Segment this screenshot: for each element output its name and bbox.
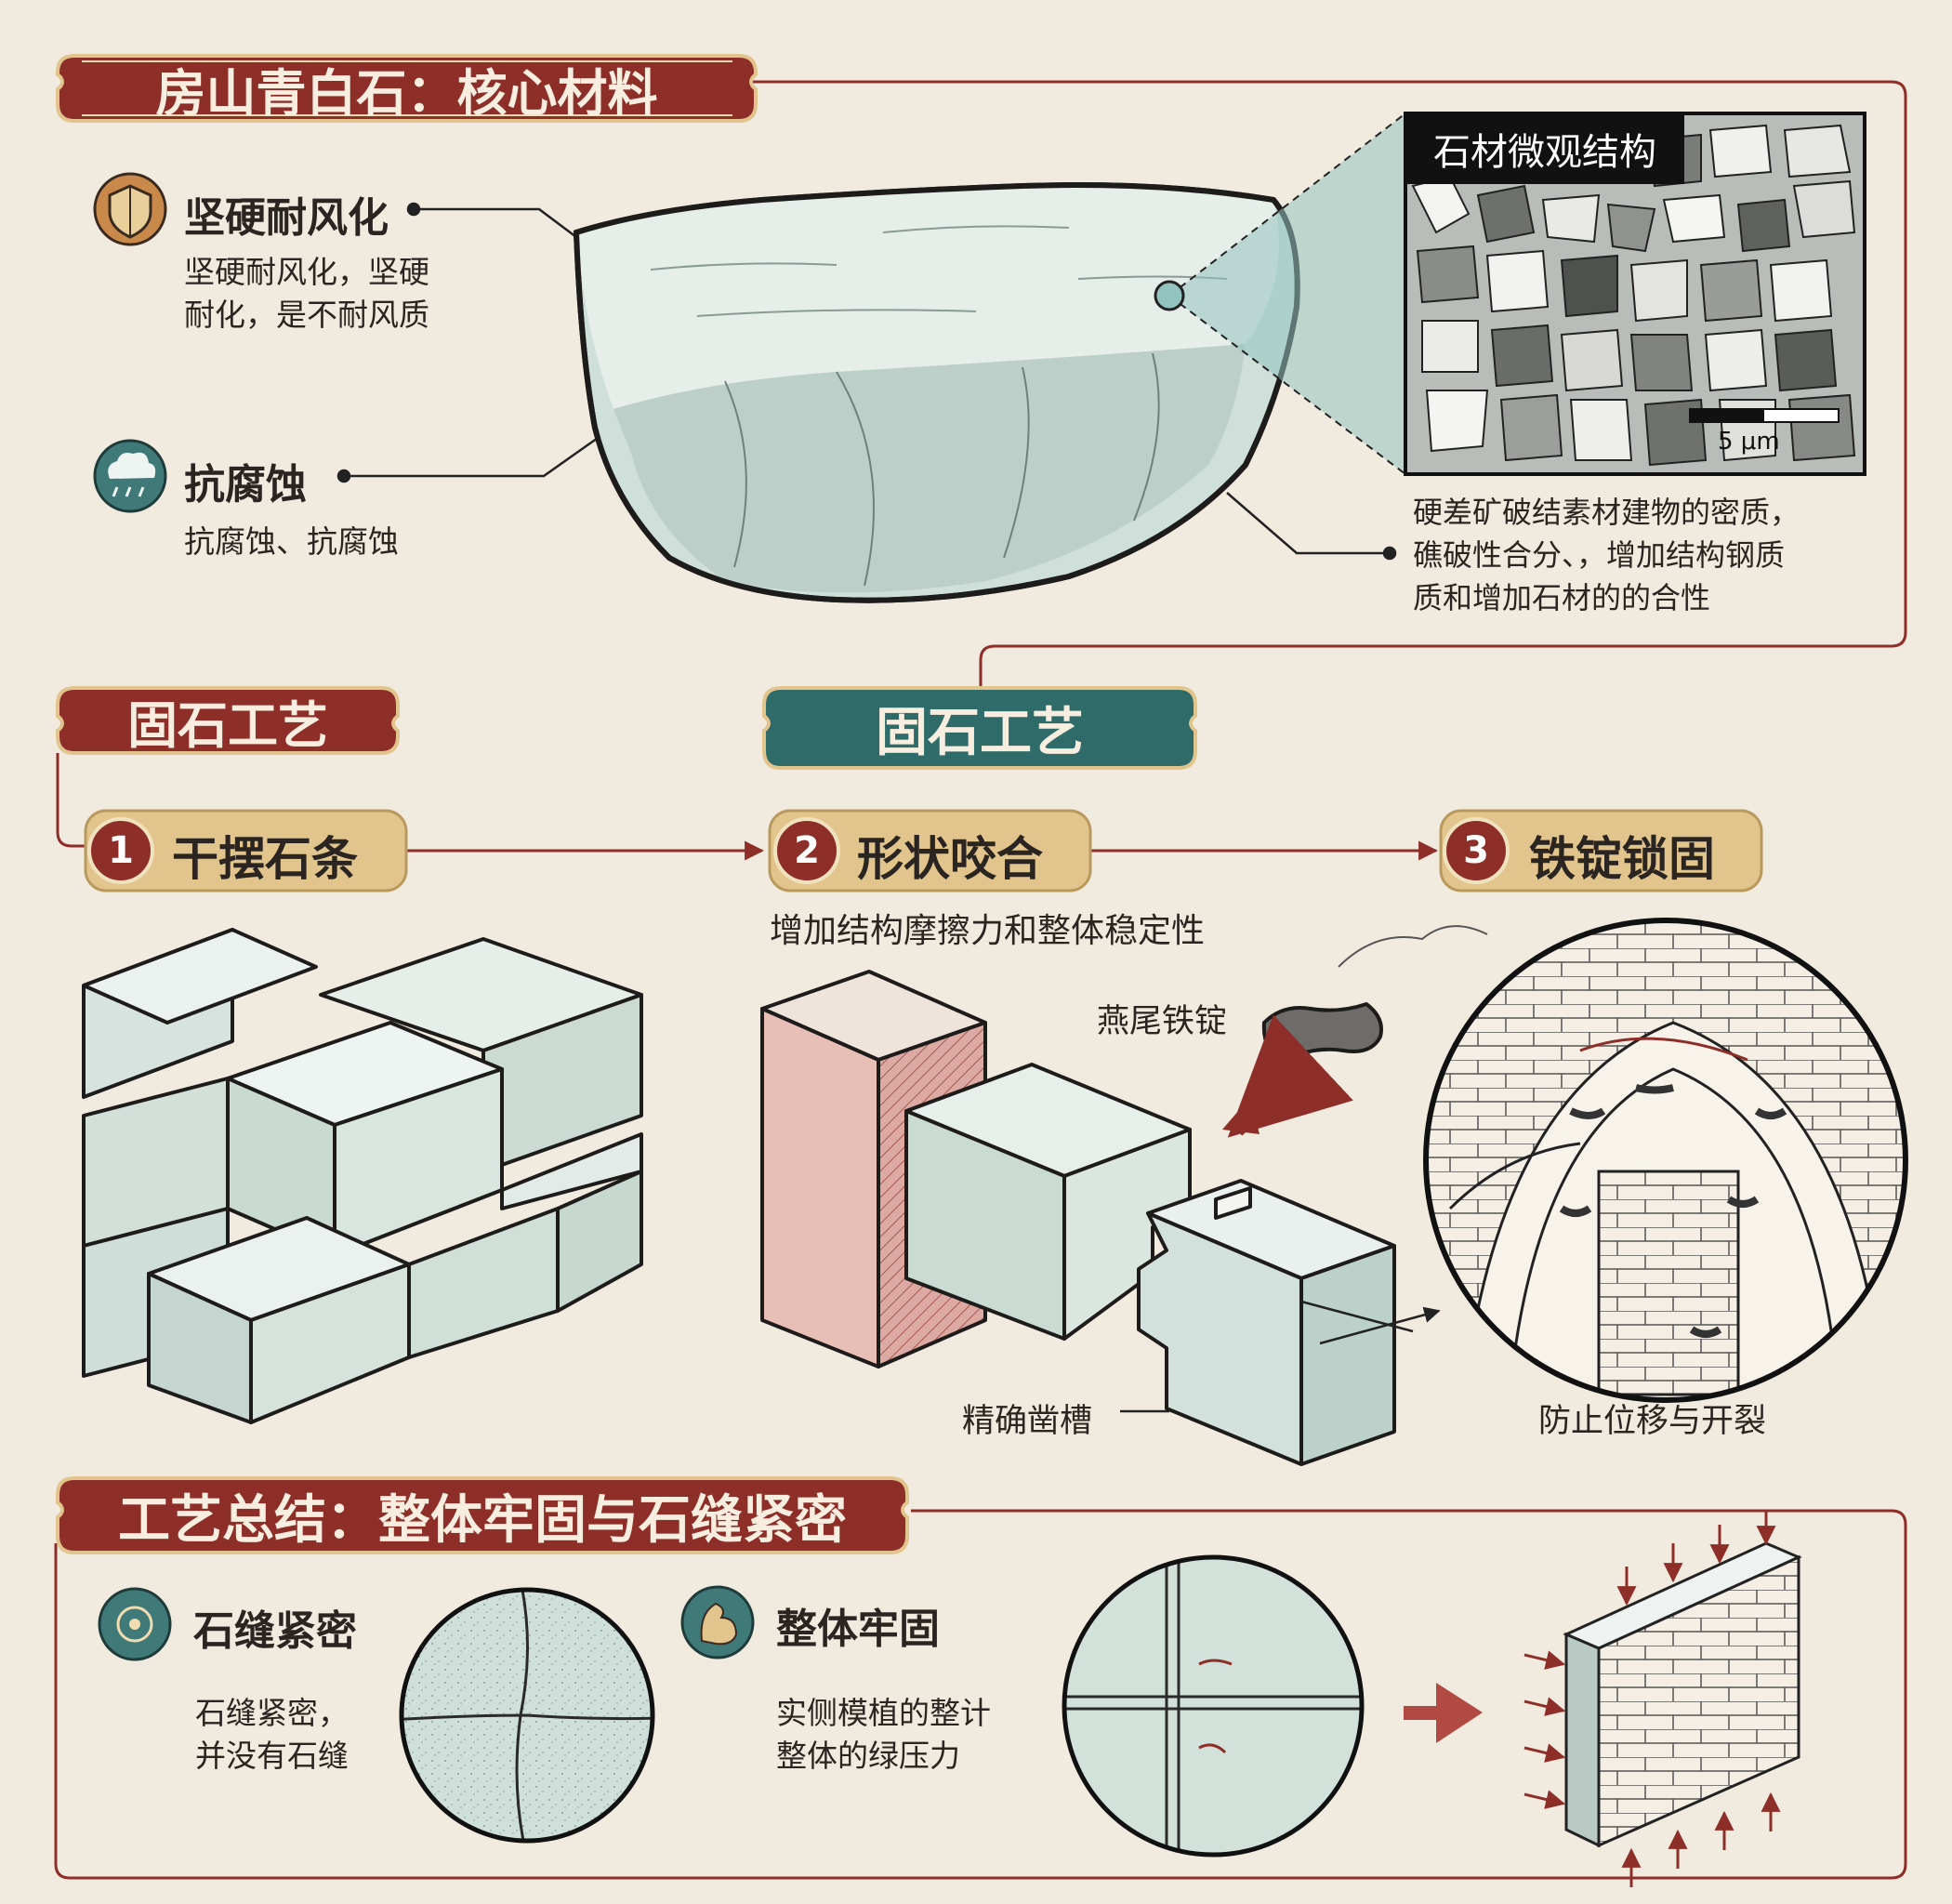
step-2-number: 2 (794, 829, 820, 872)
weather-heading: 坚硬耐风化 (184, 194, 389, 242)
corrosion-body: 抗腐蚀、抗腐蚀 (184, 523, 399, 560)
step-3-label: 铁锭锁固 (1529, 832, 1715, 886)
summary-title-banner (56, 1476, 909, 1554)
weather-body-line-1: 坚硬耐风化，坚硬 (184, 254, 429, 290)
dry-laid-stones-illustration (82, 928, 643, 1424)
scale-bar-label: 5 μm (1718, 428, 1780, 456)
craft-left-title: 固石工艺 (127, 695, 328, 755)
compressed-wall-illustration (1523, 1511, 1802, 1887)
stone-block-illustration (573, 182, 1300, 603)
step-pills (84, 809, 1763, 892)
dovetail-ingot-label: 燕尾铁锭 (1097, 1003, 1228, 1040)
feature-leaders (336, 202, 1397, 561)
step-3-number: 3 (1463, 829, 1489, 872)
interlocking-joint-illustration (760, 970, 1441, 1466)
weather-body: 坚硬耐风化，坚硬 耐化，是不耐风质 (184, 251, 429, 337)
microstructure-caption: 硬差矿破结素材建物的密质， 礁破性合分、，增加结构钢质 质和增加石材的的合性 (1413, 491, 1800, 619)
craft-left-banner (56, 686, 400, 755)
tight-body-line-2: 并没有石缝 (195, 1738, 349, 1774)
tight-body-line-1: 石缝紧密， (195, 1695, 349, 1731)
solid-body: 实侧模植的整计 整体的绿压力 (776, 1692, 991, 1778)
tight-body: 石缝紧密， 并没有石缝 (195, 1692, 349, 1778)
tight-seam-illustration (399, 1587, 655, 1844)
rain-cloud-icon (93, 439, 167, 513)
microstructure-caption-line-1: 硬差矿破结素材建物的密质， (1413, 495, 1800, 530)
step-1-label: 干摆石条 (172, 832, 358, 886)
seal-icon (98, 1587, 172, 1661)
strength-arm-icon (680, 1585, 755, 1659)
microstructure-title: 石材微观结构 (1433, 131, 1656, 174)
step-2-label: 形状咬合 (857, 832, 1043, 886)
solid-joint-illustration (1062, 1554, 1483, 1858)
microstructure-caption-line-2: 礁破性合分、，增加结构钢质 (1413, 537, 1786, 573)
solid-body-line-2: 整体的绿压力 (776, 1738, 960, 1774)
tight-heading: 石缝紧密 (193, 1607, 357, 1655)
craft-center-title: 固石工艺 (876, 702, 1084, 763)
shield-icon (93, 172, 167, 246)
microstructure-panel (1404, 112, 1866, 476)
solid-body-line-1: 实侧模植的整计 (776, 1695, 991, 1731)
microstructure-caption-line-3: 质和增加石材的的合性 (1413, 580, 1711, 615)
step-2-caption: 增加结构摩擦力和整体稳定性 (770, 912, 1206, 950)
summary-title: 工艺总结：整体牢固与石缝紧密 (118, 1489, 847, 1551)
material-title-banner (56, 54, 758, 123)
iron-ingot-arch-illustration (1338, 918, 1908, 1403)
material-title: 房山青白石：核心材料 (155, 63, 658, 123)
result-label: 防止位移与开裂 (1538, 1403, 1767, 1440)
weather-body-line-2: 耐化，是不耐风质 (184, 297, 429, 333)
groove-label: 精确凿槽 (962, 1403, 1093, 1440)
craft-center-banner (762, 686, 1197, 770)
solid-heading: 整体牢固 (776, 1606, 940, 1653)
corrosion-heading: 抗腐蚀 (184, 461, 307, 509)
frame-lines (54, 80, 1907, 1880)
zoom-callout (1154, 112, 1406, 475)
step-1-number: 1 (108, 829, 134, 872)
